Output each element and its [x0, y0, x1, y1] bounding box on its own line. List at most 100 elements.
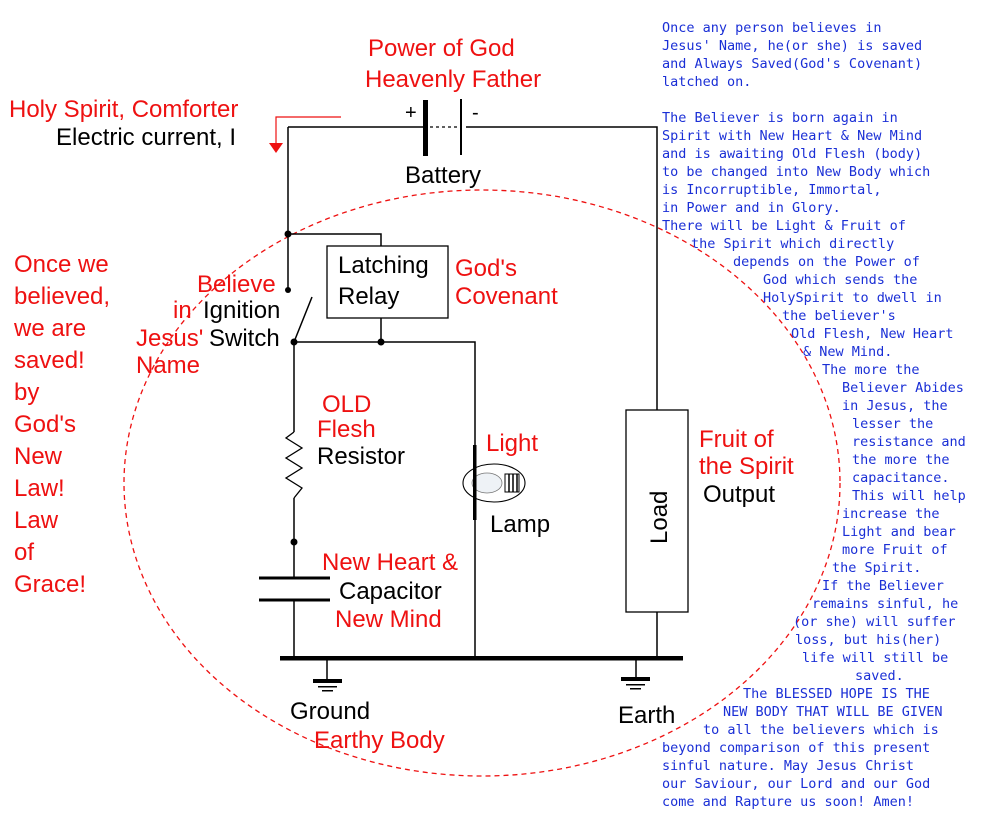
right-text-line: to all the believers which is [703, 722, 939, 738]
left-text-block: Once we believed, we are saved! byGod'sNewLa… [13, 251, 110, 598]
right-text-line: remains sinful, he [812, 596, 958, 612]
left-text-line: Once we [14, 251, 109, 278]
right-text-line: depends on the Power of [733, 254, 920, 270]
earth-label: Earth [618, 702, 675, 729]
old-label: OLD [322, 391, 371, 418]
in-label: in [173, 297, 192, 324]
left-text-line: Law! [14, 475, 65, 502]
lamp-icon [462, 445, 526, 520]
right-text-line: loss, but his(her) [795, 632, 941, 648]
lamp-label: Lamp [490, 511, 550, 538]
the-spirit-label: the Spirit [699, 453, 794, 480]
relay-label: Relay [338, 283, 399, 310]
current-arrow-icon [269, 116, 341, 153]
right-text-line: The BLESSED HOPE IS THE [743, 686, 930, 702]
ground-symbol-icon [313, 679, 342, 692]
earthy-body-label: Earthy Body [314, 727, 445, 754]
left-text-line: saved! [14, 347, 85, 374]
latching-relay-box [326, 245, 449, 319]
right-text-line: to be changed into New Body which [662, 164, 930, 180]
right-text-line: Old Flesh, New Heart [791, 326, 954, 342]
right-text-line: & New Mind. [803, 344, 892, 360]
right-text-line: sinful nature. May Jesus Christ [662, 758, 914, 774]
name-label: Name [136, 352, 200, 379]
right-text-line: in Jesus, the [842, 398, 948, 414]
right-text-line: and is awaiting Old Flesh (body) [662, 146, 922, 162]
right-text-line: Jesus' Name, he(or she) is saved [662, 38, 922, 54]
gods-label: God's [455, 255, 517, 282]
light-label: Light [486, 430, 538, 457]
right-text-line: the believer's [782, 308, 896, 324]
right-text-line: (or she) will suffer [793, 614, 956, 630]
latching-label: Latching [338, 252, 429, 279]
battery-label: Battery [405, 162, 481, 189]
left-text-line: believed, [14, 283, 110, 310]
left-text-line: by [14, 379, 39, 406]
ground-bus [280, 656, 683, 661]
right-text-line: The Believer is born again in [662, 110, 898, 126]
right-text-line: HolySpirit to dwell in [763, 290, 942, 306]
power-of-god-label: Power of God [368, 35, 515, 62]
left-text-line: Grace! [14, 571, 86, 598]
holy-spirit-label: Holy Spirit, Comforter [9, 96, 238, 123]
right-text-line: saved. [855, 668, 904, 684]
wires [287, 126, 658, 680]
switch-symbol [293, 296, 313, 343]
right-text-line: come and Rapture us soon! Amen! [662, 794, 914, 810]
battery-plus-label: + [405, 102, 417, 124]
flesh-label: Flesh [317, 416, 376, 443]
heavenly-father-label: Heavenly Father [365, 66, 541, 93]
right-text-line: If the Believer [822, 578, 944, 594]
right-text-line: Once any person believes in [662, 20, 881, 36]
right-text-line: beyond comparison of this present [662, 740, 930, 756]
right-text-line: This will help [852, 488, 966, 504]
right-text-line: capacitance. [852, 470, 950, 486]
load-box [625, 409, 689, 613]
ignition-label: Ignition [203, 297, 280, 324]
right-text-line: lesser the [852, 416, 933, 432]
right-text-line: our Saviour, our Lord and our God [662, 776, 930, 792]
right-text-line: life will still be [802, 650, 948, 666]
right-text-line: the more the [852, 452, 950, 468]
new-mind-label: New Mind [335, 606, 442, 633]
right-text-line: Light and bear [842, 524, 956, 540]
jesus-label: Jesus' [136, 325, 203, 352]
junction-dots [284, 230, 385, 546]
right-text-line: There will be Light & Fruit of [662, 218, 906, 234]
right-text-line: and Always Saved(God's Covenant) [662, 56, 922, 72]
new-heart-label: New Heart & [322, 549, 458, 576]
left-text-line: of [14, 539, 34, 566]
left-text-line: Law [14, 507, 59, 534]
fruit-of-label: Fruit of [699, 426, 774, 453]
right-text-line: God which sends the [763, 272, 917, 288]
right-text-line: the Spirit. [832, 560, 921, 576]
left-text-line: God's [14, 411, 76, 438]
right-text-line: Believer Abides [842, 380, 964, 396]
capacitor-symbol [259, 576, 330, 602]
right-text-line: increase the [842, 506, 940, 522]
left-text-line: New [14, 443, 63, 470]
switch-label: Switch [209, 325, 280, 352]
covenant-label: Covenant [455, 283, 558, 310]
electric-current-label: Electric current, I [56, 124, 236, 151]
battery-symbol [423, 99, 462, 156]
right-text-line: NEW BODY THAT WILL BE GIVEN [723, 704, 942, 720]
right-text-line: the Spirit which directly [691, 236, 894, 252]
resistor-symbol [284, 431, 304, 499]
capacitor-label: Capacitor [339, 578, 442, 605]
right-text-line: The more the [822, 362, 920, 378]
load-label: Load [646, 491, 673, 544]
right-text-line: latched on. [662, 74, 751, 90]
earth-symbol-icon [621, 677, 650, 690]
right-text-line: is Incorruptible, Immortal, [662, 182, 881, 198]
ground-label: Ground [290, 698, 370, 725]
right-text-line: in Power and in Glory. [662, 200, 841, 216]
right-text-block: Once any person believes in Jesus' Name, … [662, 20, 966, 810]
believe-label: Believe [197, 271, 276, 298]
left-text-line: we are [13, 315, 86, 342]
resistor-label: Resistor [317, 443, 405, 470]
right-text-line: more Fruit of [842, 542, 948, 558]
output-label: Output [703, 481, 775, 508]
